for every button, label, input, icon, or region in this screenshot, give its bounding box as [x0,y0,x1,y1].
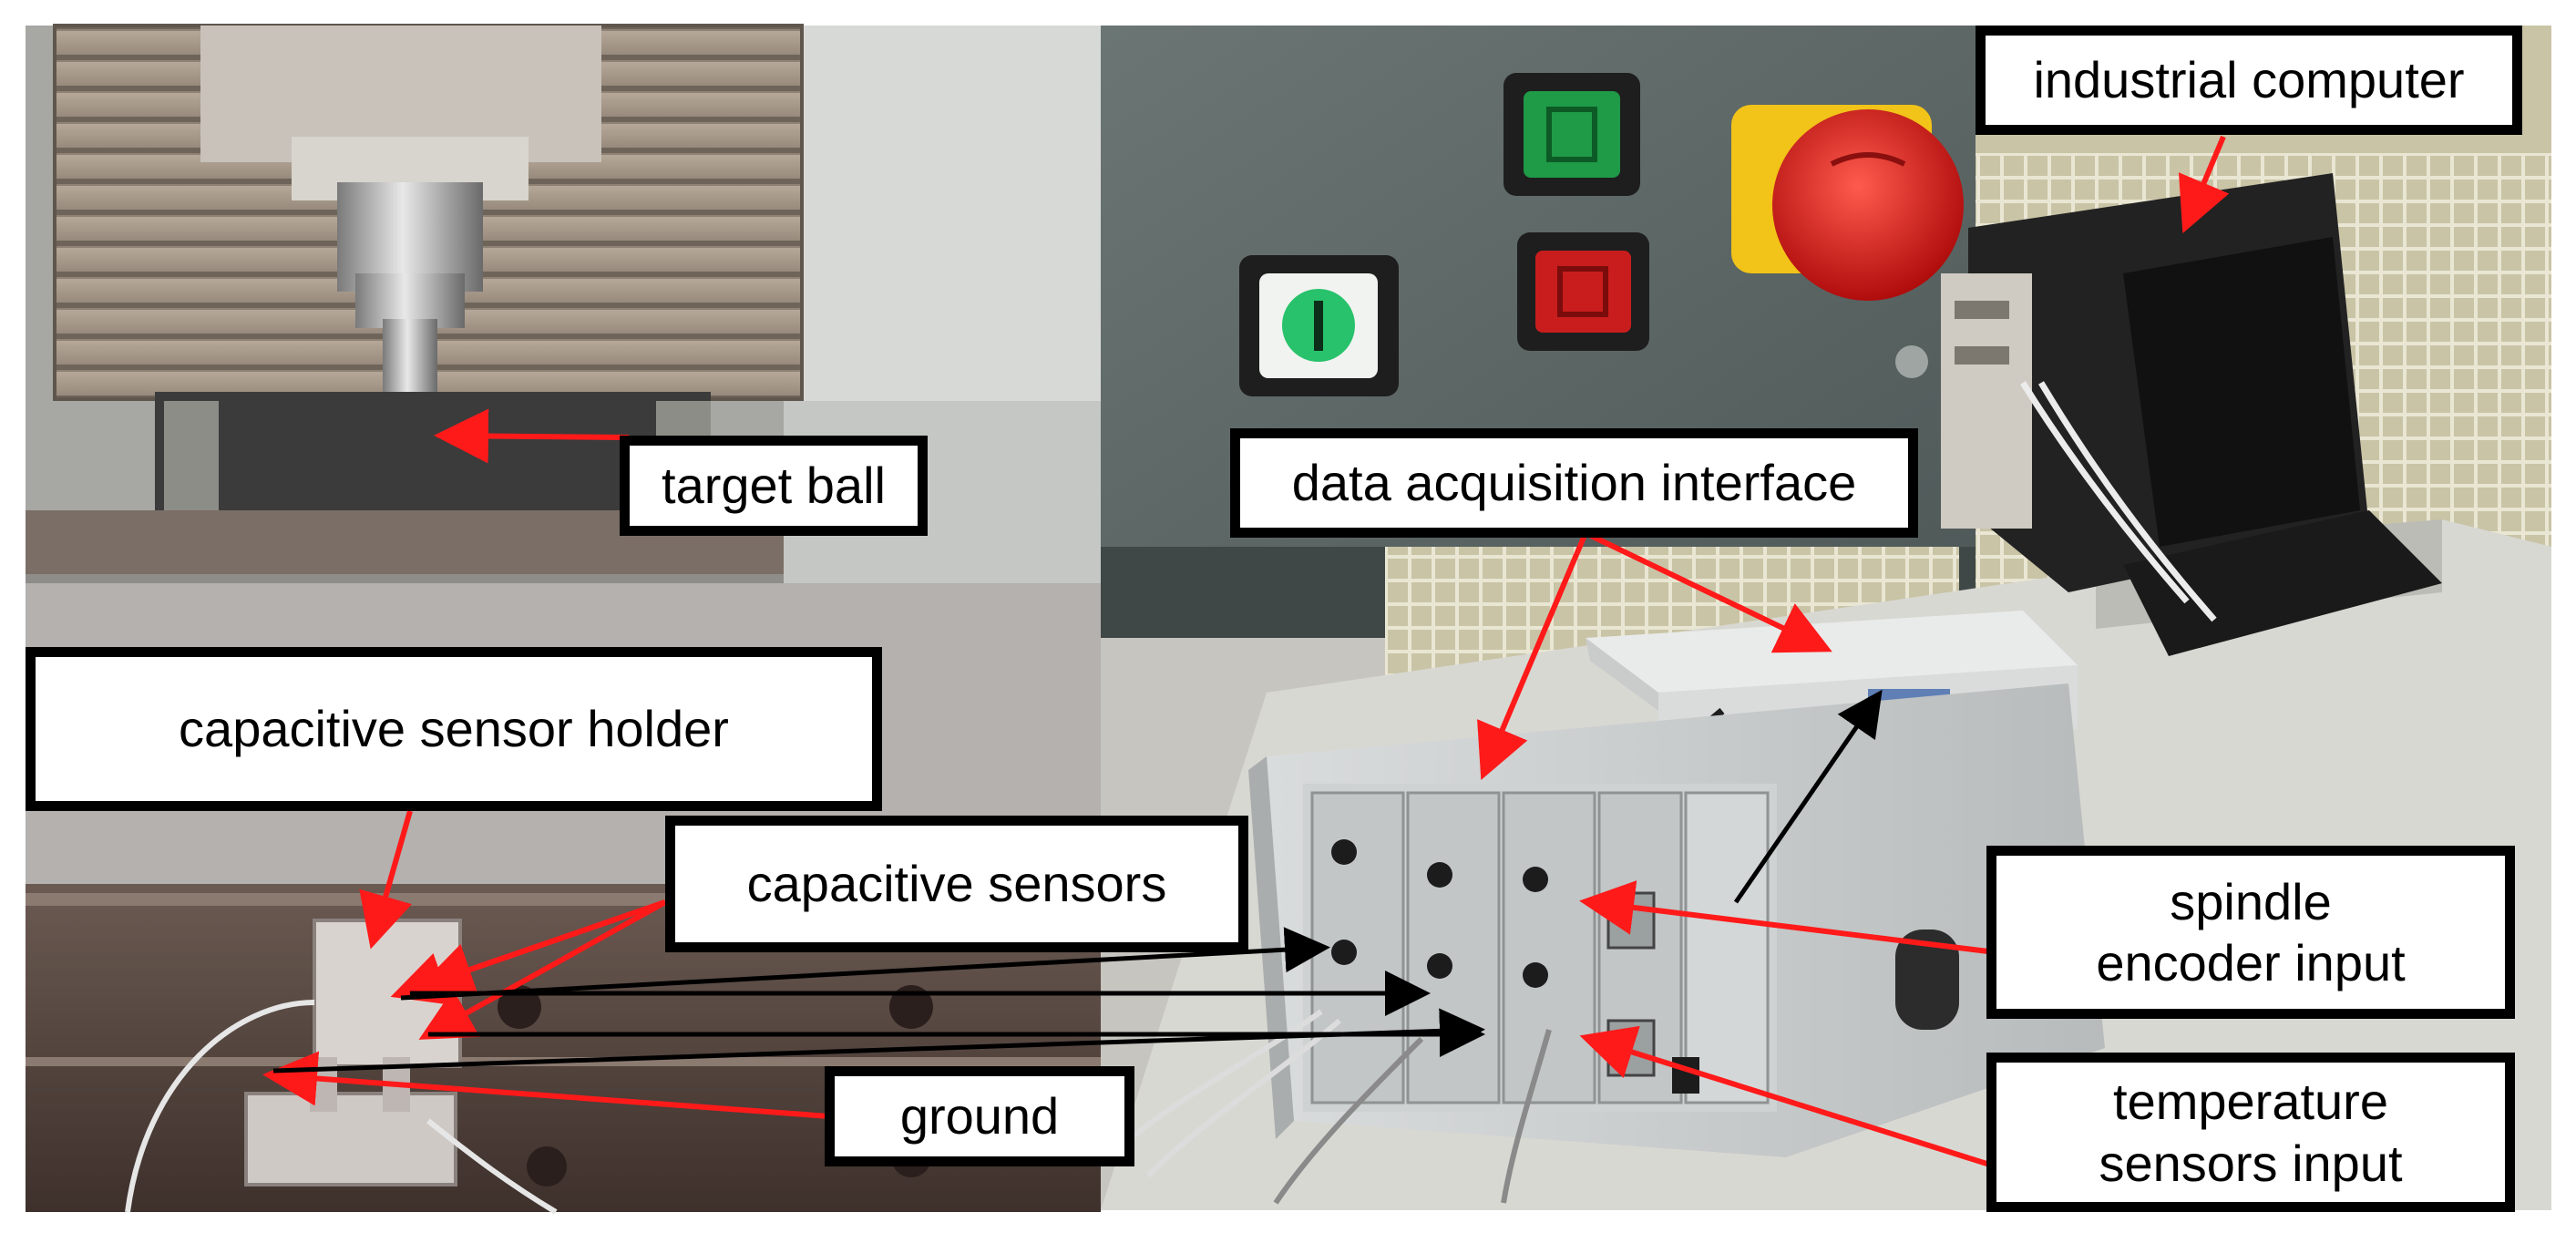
label-capacitive-sensor-holder-text: capacitive sensor holder [179,700,729,758]
arrow-temperature-sensors [1579,1025,1996,1169]
industrial-computer [1941,173,2442,656]
arrow-spindle-encoder [1579,880,1996,955]
arrow-target-ball [434,408,630,464]
arrow-daq-2 [1584,530,1832,653]
label-capacitive-sensor-holder: capacitive sensor holder [26,647,882,811]
label-data-acquisition-interface-text: data acquisition interface [1291,454,1857,512]
arrow-sensor-holder [359,810,413,950]
annotation-arrows [262,135,2230,1169]
arrow-chassis-usb [1733,689,1883,904]
label-capacitive-sensors: capacitive sensors [665,816,1248,952]
label-capacitive-sensors-text: capacitive sensors [746,855,1167,913]
label-spindle-encoder-input-line1: spindle [2170,872,2332,930]
arrow-industrial-computer [2178,135,2230,234]
label-industrial-computer: industrial computer [1976,26,2522,135]
label-data-acquisition-interface: data acquisition interface [1230,428,1918,538]
label-temperature-sensors-input-line1: temperature [2113,1073,2388,1131]
label-target-ball: target ball [620,436,928,536]
label-industrial-computer-text: industrial computer [2033,51,2465,109]
label-spindle-encoder-input-line2: encoder input [2096,934,2406,991]
arrow-ground [262,1051,830,1119]
arrow-cable-1 [400,927,1330,1001]
estop-button [1772,109,1964,301]
label-temperature-sensors-input: temperature sensors input [1986,1053,2515,1212]
arrow-capacitive-sensor-3 [418,899,667,1040]
label-ground-text: ground [899,1087,1060,1145]
label-spindle-encoder-input: spindle encoder input [1986,846,2515,1019]
arrow-daq-1 [1477,531,1588,781]
label-target-ball-text: target ball [662,457,886,515]
label-temperature-sensors-input-line2: sensors input [2099,1134,2403,1192]
arrow-capacitive-sensor-2 [417,899,666,996]
label-ground: ground [825,1066,1134,1166]
